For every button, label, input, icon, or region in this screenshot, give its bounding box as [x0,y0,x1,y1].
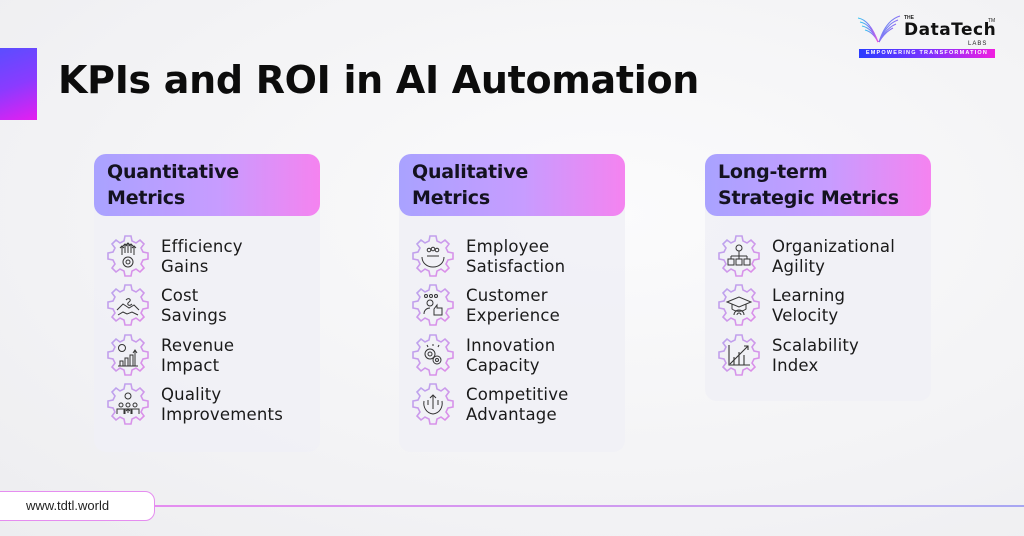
growth-graph-icon [715,332,763,380]
item-line1: Quality [161,385,222,405]
handshake-coin-icon [104,282,152,330]
item-line2: Index [772,355,819,375]
item-line2: Velocity [772,306,839,326]
wing-logo-icon [857,15,901,43]
item-line1: Cost [161,286,199,306]
card-title-line2: Strategic Metrics [718,187,899,209]
logo-labs: LABS [968,41,988,47]
graduation-cap-icon [715,282,763,330]
card-title-line2: Metrics [107,187,185,209]
card-header: Qualitative Metrics [399,154,625,216]
card-header: Quantitative Metrics [94,154,320,216]
card-title-line1: Quantitative [107,161,239,183]
card-title-line1: Long-term [718,161,828,183]
item-line2: Savings [161,306,227,326]
item-line1: Scalability [772,335,860,355]
logo-tm: TM [988,18,996,24]
item-line2: Advantage [466,405,557,425]
item-line1: Revenue [161,335,235,355]
item-line1: Innovation [466,335,556,355]
revenue-chart-icon [104,332,152,380]
item-line1: Customer [466,286,548,306]
website-link[interactable]: www.tdtl.world [0,491,155,521]
innovation-gears-icon [409,332,457,380]
item-line2: Capacity [466,355,540,375]
card-header: Long-term Strategic Metrics [705,154,931,216]
item-line1: Competitive [466,385,569,405]
logo-tagline: EMPOWERING TRANSFORMATION [859,49,995,58]
team-quality-icon [104,381,152,429]
item-line1: Efficiency [161,236,243,256]
item-line2: Improvements [161,405,283,425]
logo-the: THE [904,15,914,21]
thumbs-up-rating-icon [409,282,457,330]
item-line1: Employee [466,236,550,256]
card-long-term-strategic-metrics: Long-term Strategic Metrics Organization… [705,154,931,401]
hands-arrow-up-icon [409,381,457,429]
item-line2: Impact [161,355,220,375]
page-title: KPIs and ROI in AI Automation [58,58,700,102]
item-line2: Experience [466,306,561,326]
item-line2: Agility [772,256,826,276]
item-line2: Gains [161,256,209,276]
accent-block [0,48,37,120]
card-title-line2: Metrics [412,187,490,209]
item-line2: Satisfaction [466,256,566,276]
logo-wordmark: DataTech [904,20,997,40]
brand-logo[interactable]: THE DataTech TM LABS EMPOWERING TRANSFOR… [856,14,996,60]
item-line1: Learning [772,286,846,306]
card-title-line1: Qualitative [412,161,529,183]
efficiency-gear-icon [104,233,152,281]
hands-people-icon [409,233,457,281]
item-line1: Organizational [772,236,895,256]
org-chart-icon [715,233,763,281]
footer-divider [155,505,1024,507]
